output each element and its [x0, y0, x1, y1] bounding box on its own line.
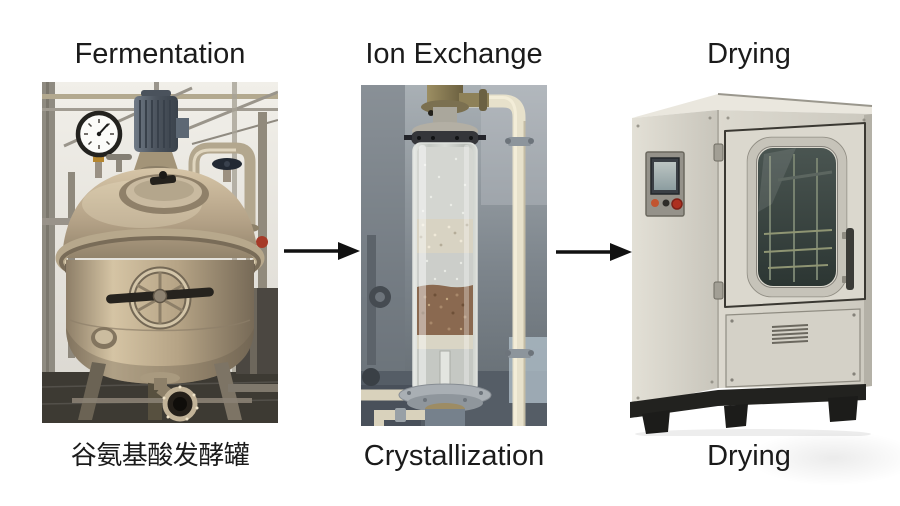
stage-3-bottom-label: Drying	[618, 436, 880, 476]
flow-arrow-2	[556, 243, 632, 261]
ion-exchange-column-illustration	[361, 85, 547, 426]
stage-1-top-label: Fermentation	[74, 38, 246, 70]
ion-exchange-column-photo	[361, 85, 547, 426]
stage-2-bottom-label: Crystallization	[363, 440, 545, 472]
flow-arrow-1	[284, 242, 360, 260]
stage-3-top-label: Drying	[707, 38, 791, 70]
stage-2-top-label: Ion Exchange	[365, 38, 543, 70]
fermentation-tank-photo	[42, 82, 278, 423]
drying-oven-illustration	[630, 93, 873, 436]
drying-oven-photo	[618, 84, 880, 436]
soft-shadow	[748, 430, 900, 486]
stage-1-bottom-label: 谷氨基酸发酵罐	[70, 441, 250, 471]
fermentation-tank-illustration	[42, 82, 278, 423]
